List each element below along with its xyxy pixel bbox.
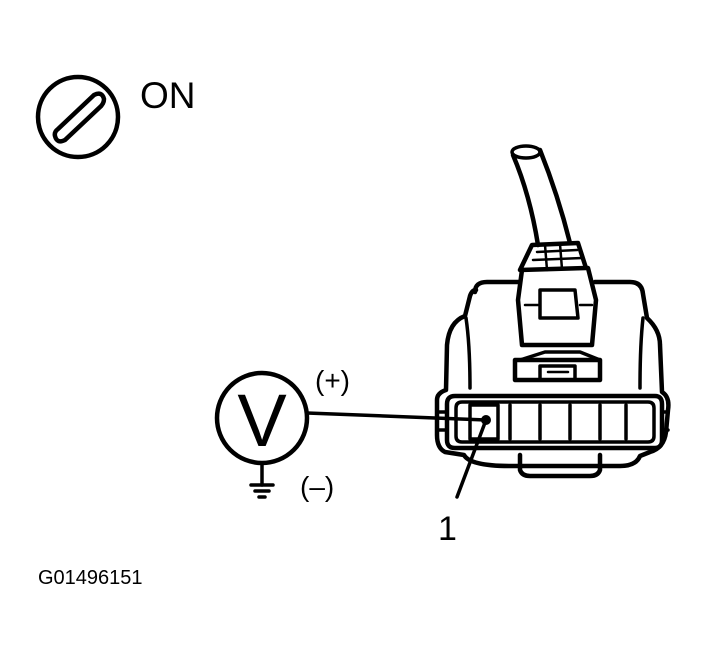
ground-icon bbox=[249, 461, 275, 499]
voltmeter-symbol: V bbox=[237, 379, 287, 462]
ignition-key-icon bbox=[35, 74, 121, 160]
pin-number-label: 1 bbox=[438, 510, 457, 548]
connector-icon bbox=[434, 144, 671, 479]
pin-leader-line bbox=[455, 418, 488, 499]
negative-probe-label: (–) bbox=[300, 471, 334, 502]
ignition-state-label: ON bbox=[140, 75, 196, 116]
positive-probe-label: (+) bbox=[315, 365, 350, 396]
figure-code: G01496151 bbox=[38, 567, 143, 589]
positive-lead-wire bbox=[305, 411, 488, 422]
